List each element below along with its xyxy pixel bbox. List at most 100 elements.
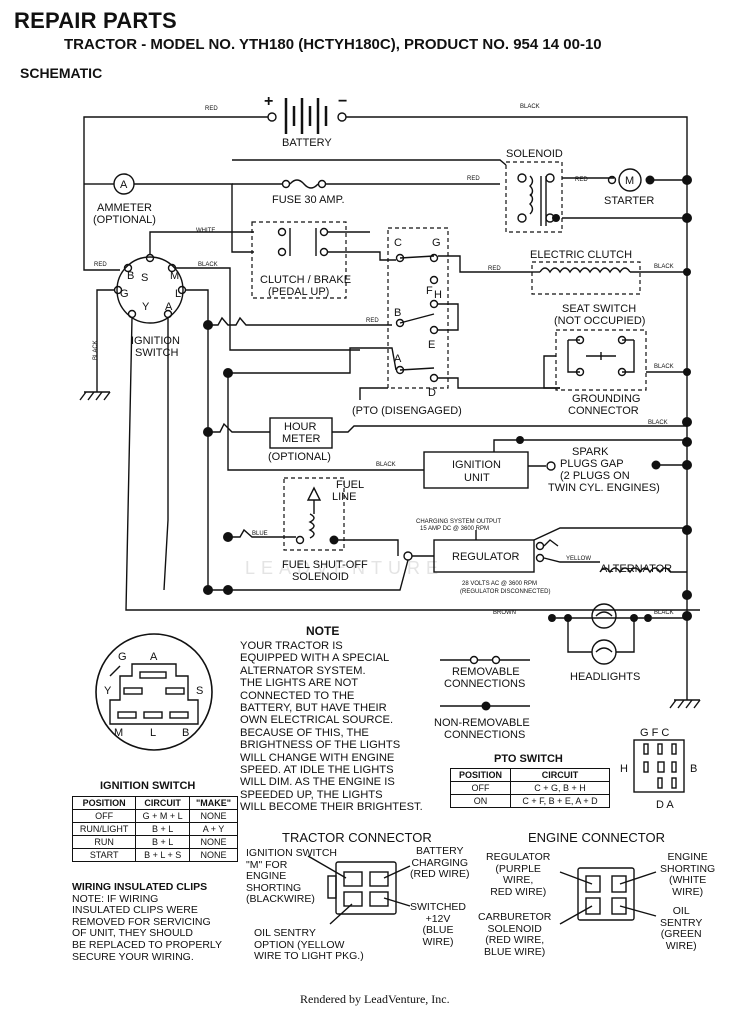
battery-symbol bbox=[267, 98, 347, 134]
volts-label1: 28 VOLTS AC @ 3600 RPM bbox=[462, 581, 537, 587]
svg-text:B: B bbox=[127, 270, 134, 282]
svg-text:A: A bbox=[150, 651, 158, 663]
ignition-switch-label: IGNITION bbox=[131, 335, 180, 347]
pto-face-top: G F C bbox=[640, 727, 669, 739]
svg-text:WHITE: WHITE bbox=[196, 228, 215, 234]
engine-connector-title: ENGINE CONNECTOR bbox=[528, 830, 665, 845]
charging-label1: CHARGING SYSTEM OUTPUT bbox=[416, 519, 501, 525]
clutch-brake-label: CLUTCH / BRAKE bbox=[260, 274, 351, 286]
svg-text:BLACK: BLACK bbox=[198, 262, 218, 268]
spark-label3: (2 PLUGS ON bbox=[560, 470, 630, 482]
clips-note: WIRING INSULATED CLIPS NOTE: IF WIRING I… bbox=[72, 881, 222, 963]
regulator-label: REGULATOR bbox=[452, 551, 519, 563]
svg-text:Y: Y bbox=[142, 301, 150, 313]
svg-text:RED: RED bbox=[94, 262, 107, 268]
fuel-shutoff-label2: SOLENOID bbox=[292, 571, 349, 583]
svg-text:RED: RED bbox=[366, 318, 379, 324]
volts-label2: (REGULATOR DISCONNECTED) bbox=[460, 589, 550, 595]
spark-label4: TWIN CYL. ENGINES) bbox=[548, 482, 660, 494]
electric-clutch-label: ELECTRIC CLUTCH bbox=[530, 249, 632, 261]
fuel-line-label2: LINE bbox=[332, 491, 356, 503]
pto-face-bottom: D A bbox=[656, 799, 674, 811]
seat-switch-label: SEAT SWITCH bbox=[562, 303, 636, 315]
svg-text:S: S bbox=[141, 272, 148, 284]
battery-minus: − bbox=[338, 93, 347, 110]
solenoid-label: SOLENOID bbox=[506, 148, 563, 160]
battery-plus: + bbox=[264, 93, 273, 110]
svg-text:C: C bbox=[394, 237, 402, 249]
legend-non-removable-2: CONNECTIONS bbox=[444, 729, 525, 741]
svg-text:BLACK: BLACK bbox=[648, 420, 668, 426]
hour-meter-label: HOUR bbox=[284, 421, 316, 433]
ignition-table-title: IGNITION SWITCH bbox=[100, 780, 196, 792]
ignition-unit-label: IGNITION bbox=[452, 459, 501, 471]
starter-symbol: M bbox=[625, 175, 634, 187]
ammeter-symbol: A bbox=[120, 179, 128, 191]
ignition-switch-label2: SWITCH bbox=[135, 347, 178, 359]
svg-text:RED: RED bbox=[488, 266, 501, 272]
svg-text:E: E bbox=[428, 339, 435, 351]
pto-face-left: H bbox=[620, 763, 628, 775]
svg-text:M: M bbox=[114, 727, 123, 739]
legend-non-removable-1: NON-REMOVABLE bbox=[434, 717, 530, 729]
svg-text:RED: RED bbox=[467, 176, 480, 182]
tractor-connector-right-top: BATTERY CHARGING (RED WIRE) bbox=[410, 845, 470, 881]
pedal-up-label: (PEDAL UP) bbox=[268, 286, 329, 298]
legend-removable-2: CONNECTIONS bbox=[444, 678, 525, 690]
hour-meter-optional: (OPTIONAL) bbox=[268, 451, 331, 463]
not-occupied-label: (NOT OCCUPIED) bbox=[554, 315, 645, 327]
svg-text:B: B bbox=[182, 727, 189, 739]
tractor-connector-bottom: OIL SENTRY OPTION (YELLOW WIRE TO LIGHT … bbox=[254, 927, 364, 963]
legend-removable-1: REMOVABLE bbox=[452, 666, 520, 678]
svg-text:B: B bbox=[394, 307, 401, 319]
pto-face-right: B bbox=[690, 763, 697, 775]
svg-text:Y: Y bbox=[104, 685, 112, 697]
starter-label: STARTER bbox=[604, 195, 654, 207]
svg-text:RED: RED bbox=[575, 177, 588, 183]
engine-connector-right-top: ENGINE SHORTING (WHITE WIRE) bbox=[660, 851, 716, 898]
tractor-connector-right-bottom: SWITCHED +12V (BLUE WIRE) bbox=[410, 901, 466, 948]
hour-meter-label2: METER bbox=[282, 433, 321, 445]
svg-text:A: A bbox=[165, 301, 173, 313]
footer-credit: Rendered by LeadVenture, Inc. bbox=[300, 992, 450, 1006]
engine-connector-right-bottom: OIL SENTRY (GREEN WIRE) bbox=[660, 905, 703, 952]
svg-text:D: D bbox=[428, 387, 436, 399]
fuel-line-label1: FUEL bbox=[336, 479, 364, 491]
headlights-label: HEADLIGHTS bbox=[570, 671, 640, 683]
svg-text:L: L bbox=[150, 727, 156, 739]
fuse-label: FUSE 30 AMP. bbox=[272, 194, 345, 206]
svg-text:BLACK: BLACK bbox=[654, 610, 674, 616]
svg-text:M: M bbox=[170, 270, 179, 282]
svg-text:A: A bbox=[394, 353, 402, 365]
page-title: REPAIR PARTS bbox=[14, 8, 177, 33]
watermark: LEADVENTURE bbox=[245, 558, 444, 578]
fuel-shutoff-label1: FUEL SHUT-OFF bbox=[282, 559, 368, 571]
engine-connector-left-top: REGULATOR (PURPLE WIRE, RED WIRE) bbox=[486, 851, 551, 898]
svg-text:BLACK: BLACK bbox=[520, 104, 540, 110]
pto-table-title: PTO SWITCH bbox=[494, 753, 563, 765]
svg-text:BLACK: BLACK bbox=[93, 340, 99, 360]
engine-connector-left-bottom: CARBURETOR SOLENOID (RED WIRE, BLUE WIRE… bbox=[478, 911, 552, 958]
grounding-connector-label: CONNECTOR bbox=[568, 405, 639, 417]
note-text: YOUR TRACTOR IS EQUIPPED WITH A SPECIAL … bbox=[240, 640, 423, 814]
note-title: NOTE bbox=[306, 624, 340, 638]
svg-text:YELLOW: YELLOW bbox=[566, 556, 591, 562]
section-title: SCHEMATIC bbox=[20, 65, 103, 81]
page-subtitle: TRACTOR - MODEL NO. YTH180 (HCTYH180C), … bbox=[64, 36, 602, 53]
tractor-connector-title: TRACTOR CONNECTOR bbox=[282, 830, 432, 845]
ammeter-label: AMMETER bbox=[97, 202, 152, 214]
ammeter-optional: (OPTIONAL) bbox=[93, 214, 156, 226]
spark-label1: SPARK bbox=[572, 446, 609, 458]
battery-label: BATTERY bbox=[282, 137, 332, 149]
svg-text:BLUE: BLUE bbox=[252, 531, 268, 537]
svg-text:G: G bbox=[432, 237, 441, 249]
svg-text:F: F bbox=[426, 285, 433, 297]
svg-text:BLACK: BLACK bbox=[654, 364, 674, 370]
